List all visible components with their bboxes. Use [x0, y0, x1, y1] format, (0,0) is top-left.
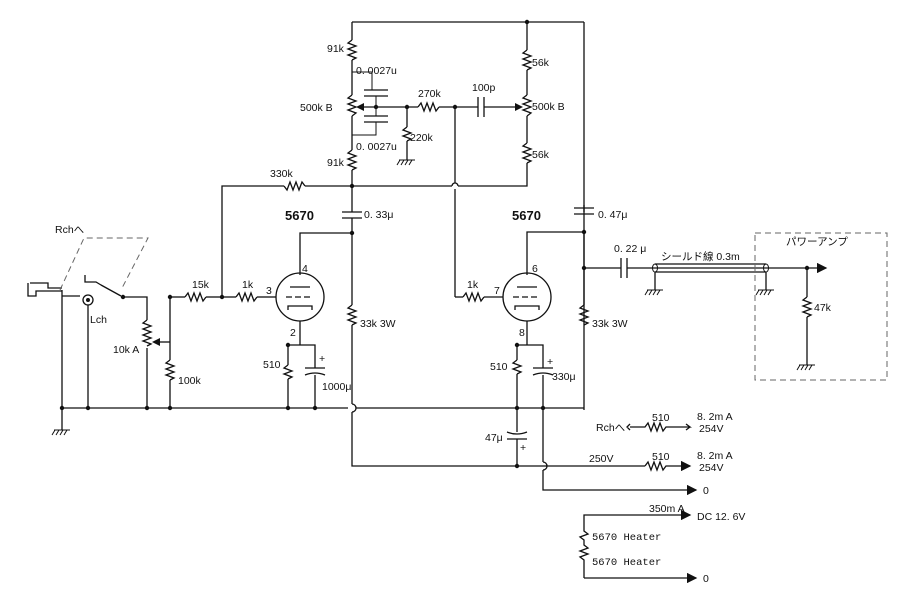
- label-022: 0. 22 μ: [614, 243, 646, 255]
- label-250v: 250V: [589, 453, 614, 465]
- label-33k-left: 33k 3W: [360, 318, 396, 330]
- resistor-91k-bottom: [346, 149, 358, 171]
- label-47k: 47k: [814, 302, 832, 314]
- left-tube-stage: [167, 205, 584, 467]
- label-pin6: 6: [532, 263, 538, 275]
- label-047: 0. 47μ: [598, 209, 627, 221]
- capacitor-047: [574, 207, 594, 215]
- label-current1: 8. 2m A: [697, 411, 733, 423]
- tone-network: [221, 19, 585, 410]
- labels: 91k 0. 0027u 500k B 0. 0027u 91k 270k 22…: [55, 43, 848, 585]
- label-pot-right: 500k B: [532, 101, 565, 113]
- resistor-270k: [417, 101, 440, 113]
- label-plus-left: +: [319, 353, 325, 365]
- resistor-56k-top: [521, 49, 533, 71]
- shield-cable: [655, 263, 766, 273]
- resistor-510-right: [511, 359, 523, 375]
- label-zero1: 0: [703, 485, 709, 497]
- capacitor-0027-bottom: [364, 115, 388, 123]
- resistor-220k: [401, 126, 413, 142]
- label-volt1: 254V: [699, 423, 724, 435]
- label-15k: 15k: [192, 279, 210, 291]
- label-pin7: 7: [494, 285, 500, 297]
- resistor-330k: [283, 180, 306, 192]
- label-volt2: 254V: [699, 462, 724, 474]
- label-heater2: 5670 Heater: [592, 557, 661, 569]
- label-100k: 100k: [178, 375, 202, 387]
- capacitor-47: [506, 431, 528, 440]
- label-pot-left: 500k B: [300, 102, 333, 114]
- capacitor-100p: [477, 97, 485, 117]
- label-zero2: 0: [703, 573, 709, 585]
- label-510-left: 510: [263, 359, 281, 371]
- label-pin3: 3: [266, 285, 272, 297]
- capacitor-1000: [304, 367, 326, 376]
- label-volume: 10k A: [113, 344, 139, 356]
- capacitor-330: [532, 367, 554, 376]
- label-510-main: 510: [652, 451, 670, 463]
- selector-switch: [84, 275, 122, 297]
- power-supply: [542, 408, 698, 584]
- label-tube-right: 5670: [512, 208, 541, 223]
- resistor-510-left: [282, 364, 294, 380]
- label-rch-out: Rchへ: [596, 422, 625, 434]
- label-heater-current: 350m A: [649, 503, 685, 515]
- label-plus-right: +: [547, 356, 553, 368]
- label-shield: シールド線 0.3m: [661, 250, 740, 263]
- label-270k: 270k: [418, 88, 442, 100]
- label-pin4: 4: [302, 263, 308, 275]
- resistor-510-rch: [626, 421, 692, 433]
- label-pin2: 2: [290, 327, 296, 339]
- label-91k-bottom: 91k: [327, 157, 345, 169]
- label-pin8: 8: [519, 327, 525, 339]
- label-lch: Lch: [90, 314, 107, 326]
- label-33k-right: 33k 3W: [592, 318, 628, 330]
- power-amp-box: [754, 232, 888, 381]
- label-1k-left: 1k: [242, 279, 254, 291]
- output-section: [581, 232, 888, 381]
- resistor-15k: [184, 291, 207, 303]
- label-56k-top: 56k: [532, 57, 550, 69]
- input-jack: [27, 282, 62, 297]
- label-current2: 8. 2m A: [697, 450, 733, 462]
- label-plus-47: +: [520, 442, 526, 454]
- label-510-right: 510: [490, 361, 508, 373]
- capacitor-0027-top: [364, 89, 388, 97]
- resistor-1k-right: [462, 291, 485, 303]
- label-100p: 100p: [472, 82, 496, 94]
- label-91k-top: 91k: [327, 43, 345, 55]
- label-330k: 330k: [270, 168, 294, 180]
- label-033: 0. 33μ: [364, 209, 393, 221]
- resistor-47k: [801, 296, 813, 318]
- resistor-33k-right: [578, 304, 590, 326]
- label-56k-bottom: 56k: [532, 149, 550, 161]
- label-0027-top: 0. 0027u: [356, 65, 397, 77]
- resistor-1k-left: [235, 291, 258, 303]
- resistor-56k-bottom: [521, 142, 533, 164]
- label-tube-left: 5670: [285, 208, 314, 223]
- pot-500k-left: [346, 94, 358, 117]
- pot-500k-right: [521, 94, 533, 117]
- label-heater-dc: DC 12. 6V: [697, 511, 745, 523]
- capacitor-033: [342, 211, 362, 219]
- label-heater1: 5670 Heater: [592, 532, 661, 544]
- resistor-510-main: [644, 460, 692, 472]
- input-section: [27, 237, 584, 436]
- label-47: 47μ: [485, 432, 503, 444]
- capacitor-022: [620, 258, 628, 278]
- resistor-33k-left: [346, 304, 358, 326]
- label-220k: 220k: [410, 132, 434, 144]
- volume-pot: [141, 319, 153, 347]
- label-1000: 1000μ: [322, 381, 351, 393]
- label-rch-input: Rchへ: [55, 224, 84, 236]
- resistor-100k: [164, 359, 176, 381]
- label-0027-bottom: 0. 0027u: [356, 141, 397, 153]
- label-330: 330μ: [552, 371, 576, 383]
- label-1k-right: 1k: [467, 279, 479, 291]
- label-510-rch: 510: [652, 412, 670, 424]
- label-power-amp: パワーアンプ: [786, 236, 848, 248]
- resistor-91k-top: [346, 39, 358, 61]
